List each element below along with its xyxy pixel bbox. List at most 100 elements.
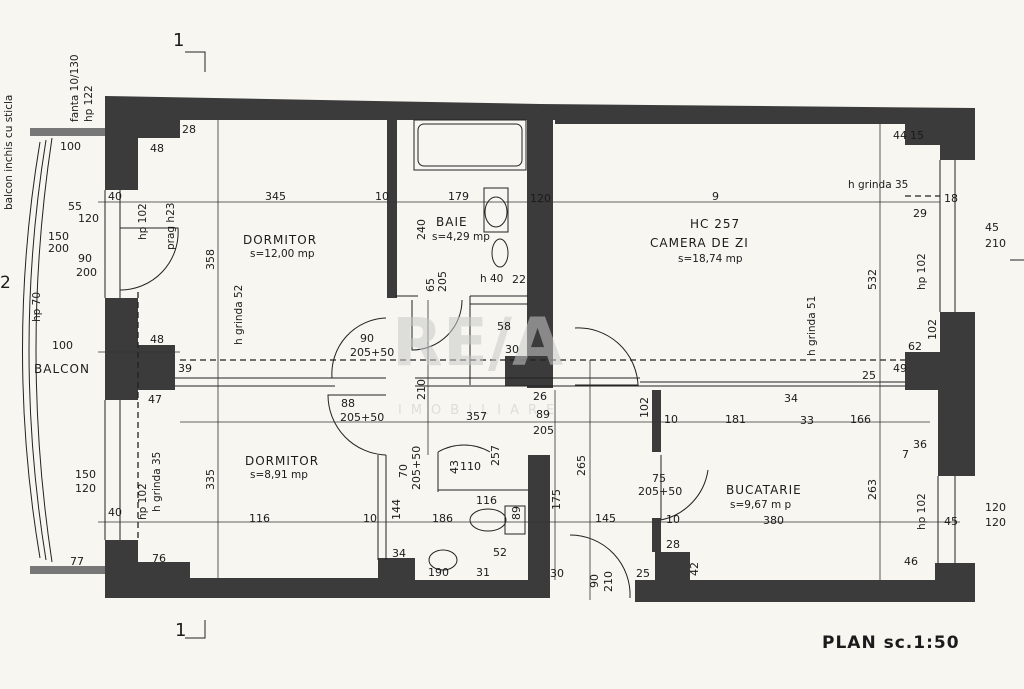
door-dormitor2 — [327, 394, 387, 456]
room-camera-code: HC 257 — [690, 217, 740, 231]
dim-label: 28 — [182, 123, 196, 136]
plan-title: PLAN sc.1:50 — [822, 633, 960, 653]
dim-label: 29 — [913, 207, 927, 220]
dim-label: 116 — [249, 512, 270, 525]
room-dormitor1-name: DORMITOR — [243, 233, 317, 247]
dim-label: 40 — [108, 506, 122, 519]
door-entry — [569, 534, 631, 599]
dim-label: 10 — [666, 513, 680, 526]
dim-label: 166 — [850, 413, 871, 426]
dim-label: 58 — [497, 320, 511, 333]
note-hp102-right-bottom: hp 102 — [916, 493, 928, 530]
dim-label: 110 — [460, 460, 481, 473]
dim-label: 186 — [432, 512, 453, 525]
section-mark-top: 1 — [173, 30, 184, 51]
dimension-labels: 100 48 28 55 120 40 150 200 90 200 48 10… — [48, 123, 1006, 592]
dim-label: 210 — [985, 237, 1006, 250]
room-dormitor1-area: s=12,00 mp — [250, 248, 315, 260]
dim-label: 100 — [52, 339, 73, 352]
dim-label: 52 — [493, 546, 507, 559]
dim-label: 257 — [489, 445, 502, 466]
dim-label: 265 — [575, 455, 588, 476]
note-h40: h 40 — [480, 273, 503, 285]
wall-left-mid — [105, 298, 175, 400]
dim-label: 144 — [390, 499, 403, 520]
dim-label: 200 — [48, 242, 69, 255]
dim-label: 36 — [913, 438, 927, 451]
dim-label: 10 — [664, 413, 678, 426]
wc-sink — [428, 549, 458, 571]
door-wc — [437, 444, 491, 453]
dim-label: 75 — [652, 472, 666, 485]
dim-label: 40 — [108, 190, 122, 203]
room-dormitor2-area: s=8,91 mp — [250, 469, 308, 481]
dim-label: 90 — [78, 252, 92, 265]
note-balcon-glass: balcon inchis cu sticla — [3, 95, 15, 210]
dim-label: 76 — [152, 552, 166, 565]
dim-label: 26 — [533, 390, 547, 403]
dim-label: 210 — [602, 571, 615, 592]
note-grinda51: h grinda 51 — [806, 296, 818, 356]
dim-label: 25 — [636, 567, 650, 580]
dim-label: 120 — [78, 212, 99, 225]
room-balcon-name: BALCON — [34, 362, 90, 376]
note-grinda35-right: h grinda 35 — [848, 179, 908, 191]
dim-label: 45 — [944, 515, 958, 528]
dim-label: 9 — [712, 190, 719, 203]
watermark-logo: RE/A — [392, 304, 563, 381]
dim-label: 30 — [550, 567, 564, 580]
dim-label: 150 — [48, 230, 69, 243]
note-fanta: fanta 10/130 — [69, 54, 81, 122]
note-hp102-right-top: hp 102 — [916, 253, 928, 290]
dim-label: 179 — [448, 190, 469, 203]
note-hp102-left-top: hp 102 — [137, 203, 149, 240]
dim-label: 46 — [904, 555, 918, 568]
wall-right-mid — [905, 312, 975, 476]
dim-label: 181 — [725, 413, 746, 426]
wall-bottom-left — [105, 540, 528, 598]
dim-label: 49 — [893, 362, 907, 375]
dim-label: 120 — [75, 482, 96, 495]
wall-wc-right — [528, 455, 550, 598]
dim-label: 532 — [866, 269, 879, 290]
dim-label: 380 — [763, 514, 784, 527]
dim-label: 89 — [536, 408, 550, 421]
dim-label: 205 — [436, 271, 449, 292]
dim-label: 55 — [68, 200, 82, 213]
wall-bottom-right — [635, 552, 975, 602]
watermark: RE/A IMOBILIARE — [392, 304, 563, 418]
bathtub — [417, 123, 523, 167]
dim-label: 357 — [466, 410, 487, 423]
dim-label: 190 — [428, 566, 449, 579]
room-baie-area: s=4,29 mp — [432, 231, 490, 243]
dim-label: 70 — [397, 464, 410, 478]
dim-label: 30 — [505, 343, 519, 356]
balcony — [22, 128, 105, 574]
note-grinda35-left: h grinda 35 — [151, 452, 163, 512]
door-kitchen — [660, 455, 709, 521]
dim-label: 22 — [512, 273, 526, 286]
dim-label: 90 — [360, 332, 374, 345]
wall-top-left — [105, 96, 540, 190]
fixtures — [413, 119, 527, 571]
dim-label: 345 — [265, 190, 286, 203]
room-camera-area: s=18,74 mp — [678, 253, 743, 265]
note-grinda52: h grinda 52 — [233, 285, 245, 345]
doors — [119, 227, 709, 599]
wall-top-right — [540, 104, 975, 160]
dim-label: 205+50 — [350, 346, 394, 359]
dim-label: 205+50 — [410, 446, 423, 490]
partitions — [175, 295, 905, 560]
dim-label: 10 — [363, 512, 377, 525]
dim-label: 25 — [862, 369, 876, 382]
door-living — [574, 327, 639, 386]
dim-label: 34 — [392, 547, 406, 560]
dim-label: 90 — [588, 574, 601, 588]
dim-label: 120 — [985, 516, 1006, 529]
dim-label: 34 — [784, 392, 798, 405]
door-dormitor1 — [331, 317, 387, 379]
dim-label: 205 — [533, 424, 554, 437]
room-camera-name: CAMERA DE ZI — [650, 236, 749, 250]
note-prag: prag h23 — [165, 203, 177, 250]
